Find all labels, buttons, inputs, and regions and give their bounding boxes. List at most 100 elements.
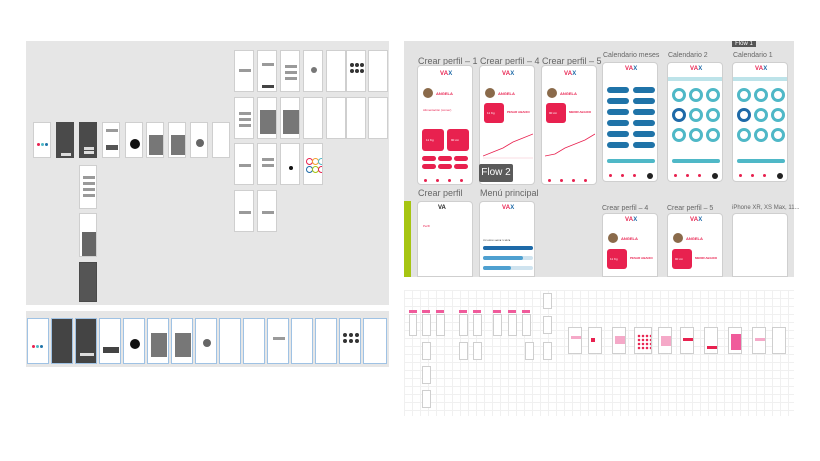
frame-thumb[interactable]	[267, 318, 289, 364]
weight-card[interactable]: 11 Kg	[607, 249, 627, 269]
screen-thumb[interactable]	[234, 97, 254, 139]
progress-ring[interactable]	[771, 88, 785, 102]
menu-pill[interactable]	[422, 164, 436, 169]
mini-screen[interactable]	[634, 327, 652, 354]
screen-thumb[interactable]	[79, 165, 97, 209]
action-bar[interactable]	[737, 159, 785, 163]
mini-screen[interactable]	[543, 316, 552, 334]
screen-thumb[interactable]	[257, 97, 277, 139]
screen-thumb[interactable]	[368, 50, 388, 92]
mini-screen[interactable]	[568, 327, 582, 354]
month-pill[interactable]	[633, 87, 655, 93]
screen-thumb[interactable]	[303, 97, 323, 139]
month-pill[interactable]	[633, 98, 655, 104]
screen-crear-perfil-5-lower[interactable]: VAX ANGELA 90 cm MEDIR ABAIXO	[667, 213, 723, 277]
screen-thumb[interactable]	[234, 143, 254, 185]
screen-thumb[interactable]	[168, 122, 186, 158]
progress-ring[interactable]	[689, 108, 703, 122]
month-pill[interactable]	[633, 120, 655, 126]
frame-thumb[interactable]	[99, 318, 121, 364]
frame-thumb[interactable]	[363, 318, 387, 364]
mini-screen[interactable]	[543, 293, 552, 309]
flow-2-badge[interactable]: Flow 2	[479, 164, 513, 182]
mini-screen[interactable]	[680, 327, 694, 354]
progress-ring[interactable]	[706, 128, 720, 142]
month-pill[interactable]	[633, 131, 655, 137]
progress-ring[interactable]	[706, 88, 720, 102]
progress-ring[interactable]	[689, 128, 703, 142]
artboard-label[interactable]: Crear perfil – 1	[418, 56, 478, 66]
screen-crear-perfil-4-lower[interactable]: VAX ANGELA 11 Kg PESAR ABAIXO	[602, 213, 658, 277]
screen-calendario-meses[interactable]: VAX	[602, 62, 658, 182]
screen-thumb[interactable]	[257, 50, 277, 92]
screen-thumb[interactable]	[56, 122, 74, 158]
progress-ring[interactable]	[771, 108, 785, 122]
mini-screen[interactable]	[508, 314, 517, 336]
screen-thumb[interactable]	[146, 122, 164, 158]
mini-screen[interactable]	[752, 327, 766, 354]
menu-pill[interactable]	[454, 156, 468, 161]
screen-thumb[interactable]	[79, 213, 97, 257]
screen-thumb[interactable]	[33, 122, 51, 158]
month-pill[interactable]	[607, 87, 629, 93]
screen-thumb[interactable]	[280, 50, 300, 92]
flow-start-marker[interactable]	[404, 201, 411, 277]
screen-crear-perfil-1[interactable]: VAX ANGELA Alimentación (comer) 11 Kg 90…	[417, 65, 473, 185]
screen-calendario-1[interactable]: VAX	[732, 62, 788, 182]
screen-thumb[interactable]	[79, 262, 97, 302]
menu-pill[interactable]	[438, 156, 452, 161]
mini-screen[interactable]	[422, 342, 431, 360]
frame-thumb[interactable]	[243, 318, 265, 364]
mini-screen[interactable]	[522, 314, 531, 336]
progress-ring[interactable]	[672, 88, 686, 102]
mini-screen[interactable]	[473, 314, 482, 336]
frame-thumb[interactable]	[219, 318, 241, 364]
screen-thumb[interactable]	[303, 50, 323, 92]
screen-thumb[interactable]	[102, 122, 120, 158]
screen-thumb[interactable]	[326, 97, 346, 139]
artboard-label[interactable]: Calendario 2	[668, 52, 708, 59]
month-pill[interactable]	[607, 98, 629, 104]
month-pill[interactable]	[607, 131, 629, 137]
progress-ring[interactable]	[771, 128, 785, 142]
screen-thumb[interactable]	[234, 190, 254, 232]
frame-thumb[interactable]	[147, 318, 169, 364]
screen-iphone-blank[interactable]	[732, 213, 788, 277]
screen-thumb[interactable]	[346, 50, 366, 92]
screen-menu-principal[interactable]: VAX PROGRESO HACIA TU META	[479, 201, 535, 277]
mini-screen[interactable]	[459, 342, 468, 360]
month-pill[interactable]	[607, 120, 629, 126]
artboard-label[interactable]: Menú principal	[480, 188, 539, 198]
stat-card[interactable]: 90 cm	[447, 129, 469, 151]
mini-screen[interactable]	[493, 314, 502, 336]
progress-ring[interactable]	[737, 108, 751, 122]
frame-thumb[interactable]	[315, 318, 337, 364]
frame-thumb[interactable]	[171, 318, 193, 364]
progress-ring[interactable]	[754, 128, 768, 142]
mini-screen[interactable]	[612, 327, 626, 354]
progress-ring[interactable]	[754, 108, 768, 122]
frame-thumb[interactable]	[75, 318, 97, 364]
artboard-label[interactable]: iPhone XR, XS Max, 11...	[732, 205, 800, 211]
progress-ring[interactable]	[754, 88, 768, 102]
artboard-label[interactable]: Crear perfil – 4	[480, 56, 540, 66]
month-pill[interactable]	[633, 142, 655, 148]
screen-thumb[interactable]	[125, 122, 143, 158]
frame-thumb[interactable]	[123, 318, 145, 364]
screen-thumb[interactable]	[257, 190, 277, 232]
action-bar[interactable]	[672, 159, 720, 163]
progress-bar[interactable]	[483, 266, 533, 270]
mini-screen[interactable]	[704, 327, 718, 354]
mini-screen[interactable]	[422, 366, 431, 384]
screen-thumb[interactable]	[326, 50, 346, 92]
screen-thumb[interactable]	[346, 97, 366, 139]
progress-ring[interactable]	[737, 88, 751, 102]
artboard-label[interactable]: Calendario meses	[603, 52, 660, 59]
mini-screen[interactable]	[728, 327, 742, 354]
screen-thumb[interactable]	[212, 122, 230, 158]
month-pill[interactable]	[607, 109, 629, 115]
progress-bar[interactable]	[483, 246, 533, 250]
stat-card[interactable]: 11 Kg	[422, 129, 444, 151]
month-pill[interactable]	[633, 109, 655, 115]
mini-screen[interactable]	[543, 342, 552, 360]
